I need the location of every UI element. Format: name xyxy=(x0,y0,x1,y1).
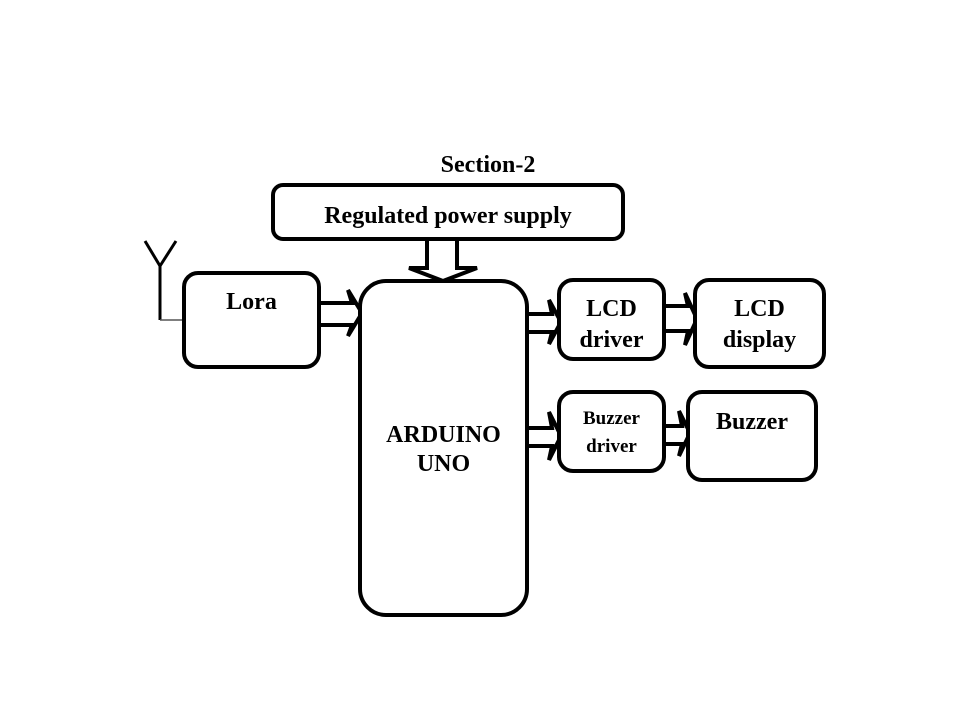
antenna-icon xyxy=(143,240,184,321)
block-label-line2: display xyxy=(722,327,797,354)
section-title: Section-2 xyxy=(440,152,536,178)
block-label-line2: UNO xyxy=(416,450,471,477)
block-regulated-power-supply: Regulated power supply xyxy=(271,183,625,241)
block-buzzer: Buzzer xyxy=(686,390,818,482)
block-label-line2: driver xyxy=(586,435,637,457)
block-label: Regulated power supply xyxy=(324,203,572,229)
block-label-line1: Buzzer xyxy=(583,408,640,429)
block-label-line1: LCD xyxy=(586,296,637,322)
block-label-line1: LCD xyxy=(734,296,785,322)
block-label: Lora xyxy=(226,289,277,315)
block-lcd-display: LCD display xyxy=(693,278,826,369)
block-lcd-driver: LCD driver xyxy=(557,278,666,361)
block-buzzer-driver: Buzzer driver xyxy=(557,390,666,473)
block-label-line1: ARDUINO xyxy=(386,422,501,448)
block-lora: Lora xyxy=(182,271,321,369)
arrow-lora-to-arduino xyxy=(321,288,365,338)
arrow-power-to-arduino xyxy=(408,241,478,284)
block-label: Buzzer xyxy=(716,409,788,435)
block-label-line2: driver xyxy=(579,327,644,354)
block-arduino-uno: ARDUINO UNO xyxy=(358,279,529,617)
